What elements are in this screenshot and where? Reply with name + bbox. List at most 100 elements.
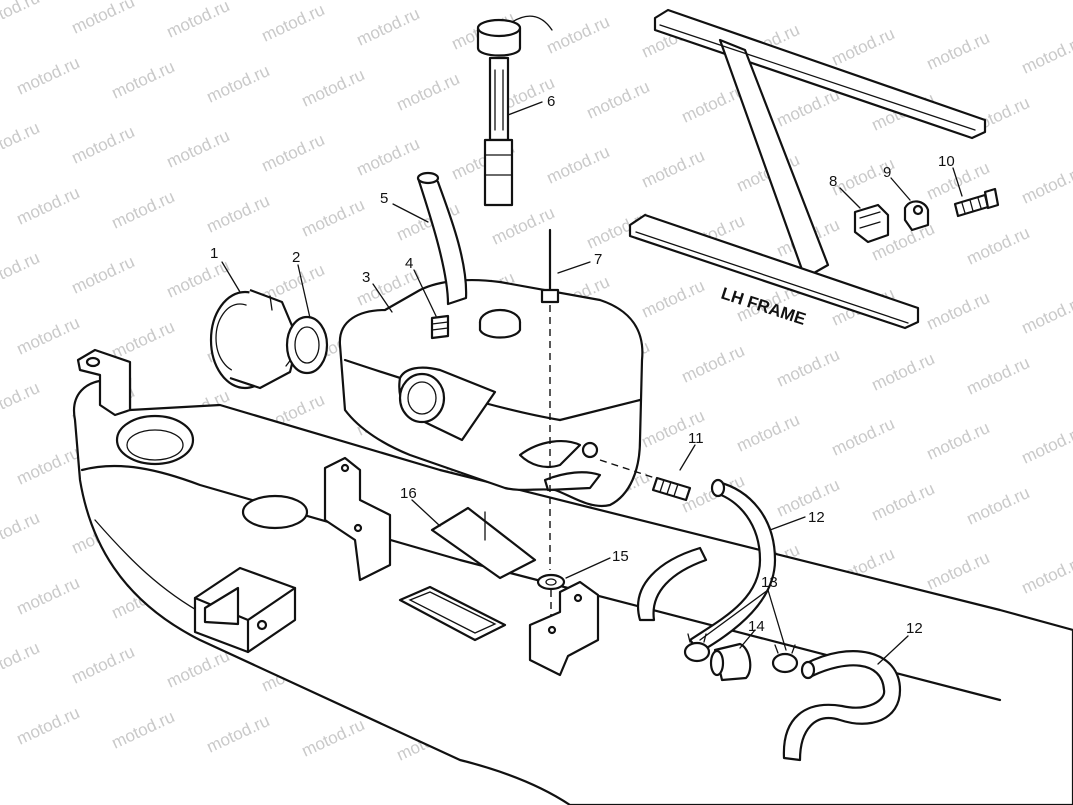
- fitting-leader: [599, 459, 656, 479]
- callout-1: 1: [210, 245, 218, 262]
- callout-10: 10: [938, 153, 955, 170]
- watermark-text: motod.ru: [964, 483, 1033, 529]
- watermark-text: motod.ru: [1019, 422, 1073, 468]
- watermark-text: motod.ru: [109, 707, 178, 753]
- mounting-screw: [953, 187, 1000, 218]
- callout-12-upper: 12: [808, 509, 825, 526]
- watermark-text: motod.ru: [164, 126, 233, 172]
- callout-12-lower: 12: [906, 620, 923, 637]
- lh-frame: [628, 8, 987, 330]
- watermark-text: motod.ru: [299, 65, 368, 111]
- watermark-text: motod.ru: [639, 146, 708, 192]
- watermark-text: motod.ru: [354, 134, 423, 180]
- watermark-text: motod.ru: [204, 191, 273, 237]
- callout-11: 11: [688, 430, 704, 447]
- watermark-text: motod.ru: [774, 345, 843, 391]
- hose-fitting: [651, 476, 692, 502]
- watermark-text: motod.ru: [0, 638, 42, 684]
- watermark-text: motod.ru: [259, 130, 328, 176]
- watermark-text: motod.ru: [164, 646, 233, 692]
- watermark-text: motod.ru: [69, 122, 138, 168]
- callout-labels: 1 2 3 4 5 6 7 8 9 10 11 12 12 13 14 15 1…: [210, 93, 955, 637]
- fuel-line-lower: [782, 650, 902, 762]
- callout-14: 14: [748, 618, 765, 635]
- callout-2: 2: [292, 249, 300, 266]
- hose-clamp-left: [683, 633, 711, 663]
- watermark-text: motod.ru: [1019, 162, 1073, 208]
- watermark-text: motod.ru: [869, 349, 938, 395]
- tank-pad: [430, 506, 537, 580]
- callout-3: 3: [362, 269, 370, 286]
- watermark-text: motod.ru: [544, 12, 613, 58]
- watermark-text: motod.ru: [544, 142, 613, 188]
- watermark-text: motod.ru: [204, 61, 273, 107]
- hose-clamp-right: [771, 644, 799, 674]
- probe-rod: [540, 228, 560, 304]
- watermark-text: motod.ru: [964, 223, 1033, 269]
- watermark-text: motod.ru: [829, 414, 898, 460]
- watermark-text: motod.ru: [14, 443, 83, 489]
- callout-7: 7: [594, 251, 602, 268]
- fuel-sender: [476, 15, 553, 207]
- cap-gasket: [285, 315, 329, 375]
- watermark-text: motod.ru: [869, 479, 938, 525]
- fuel-tank: [338, 278, 644, 508]
- watermark-text: motod.ru: [394, 69, 463, 115]
- fuel-filter: [709, 642, 752, 682]
- callout-9: 9: [883, 164, 891, 181]
- vent-fitting: [430, 314, 450, 340]
- watermark-text: motod.ru: [109, 187, 178, 233]
- fuel-cap: [209, 288, 300, 390]
- chassis-pan: [72, 348, 1073, 805]
- watermark-text: motod.ru: [774, 85, 843, 131]
- watermark-text: motod.ru: [0, 118, 42, 164]
- watermark-text: motod.ru: [0, 0, 42, 34]
- watermark-text: motod.ru: [69, 642, 138, 688]
- watermark-text: motod.ru: [734, 410, 803, 456]
- vent-hose: [416, 171, 468, 306]
- callout-6: 6: [547, 93, 555, 110]
- watermark-text: motod.ru: [14, 573, 83, 619]
- watermark-text: motod.ru: [964, 353, 1033, 399]
- watermark-text: motod.ru: [69, 252, 138, 298]
- clamp-bracket: [853, 203, 890, 244]
- watermark-text: motod.ru: [14, 183, 83, 229]
- p-clamp: [903, 200, 930, 232]
- watermark-text: motod.ru: [164, 0, 233, 42]
- watermark-text: motod.ru: [204, 711, 273, 757]
- callout-5: 5: [380, 190, 388, 207]
- callout-4: 4: [405, 255, 413, 272]
- watermark-text: motod.ru: [0, 378, 42, 424]
- watermark-text: motod.ru: [14, 53, 83, 99]
- watermark-text: motod.ru: [829, 24, 898, 70]
- watermark-text: motod.ru: [299, 195, 368, 241]
- watermark-text: motod.ru: [14, 703, 83, 749]
- watermark-text: motod.ru: [584, 77, 653, 123]
- watermark-text: motod.ru: [0, 248, 42, 294]
- watermark-text: motod.ru: [299, 715, 368, 761]
- callout-8: 8: [829, 173, 837, 190]
- watermark-text: motod.ru: [109, 317, 178, 363]
- watermark-text: motod.ru: [259, 0, 328, 46]
- watermark-text: motod.ru: [109, 57, 178, 103]
- watermark-text: motod.ru: [679, 341, 748, 387]
- leader-lines: [221, 101, 963, 665]
- callout-13: 13: [761, 574, 778, 591]
- watermark-text: motod.ru: [1019, 292, 1073, 338]
- callout-15: 15: [612, 548, 629, 565]
- watermark-text: motod.ru: [1019, 32, 1073, 78]
- watermark-text: motod.ru: [354, 4, 423, 50]
- callout-16: 16: [400, 485, 417, 502]
- washer: [536, 573, 566, 591]
- watermark-text: motod.ru: [639, 276, 708, 322]
- watermark-text: motod.ru: [924, 28, 993, 74]
- watermark-text: motod.ru: [489, 203, 558, 249]
- watermark-text: motod.ru: [924, 288, 993, 334]
- watermark-text: motod.ru: [0, 508, 42, 554]
- watermark-text: motod.ru: [69, 0, 138, 38]
- watermark-text: motod.ru: [1019, 552, 1073, 598]
- watermark-text: motod.ru: [14, 313, 83, 359]
- watermark-text: motod.ru: [924, 418, 993, 464]
- watermark-text: motod.ru: [924, 548, 993, 594]
